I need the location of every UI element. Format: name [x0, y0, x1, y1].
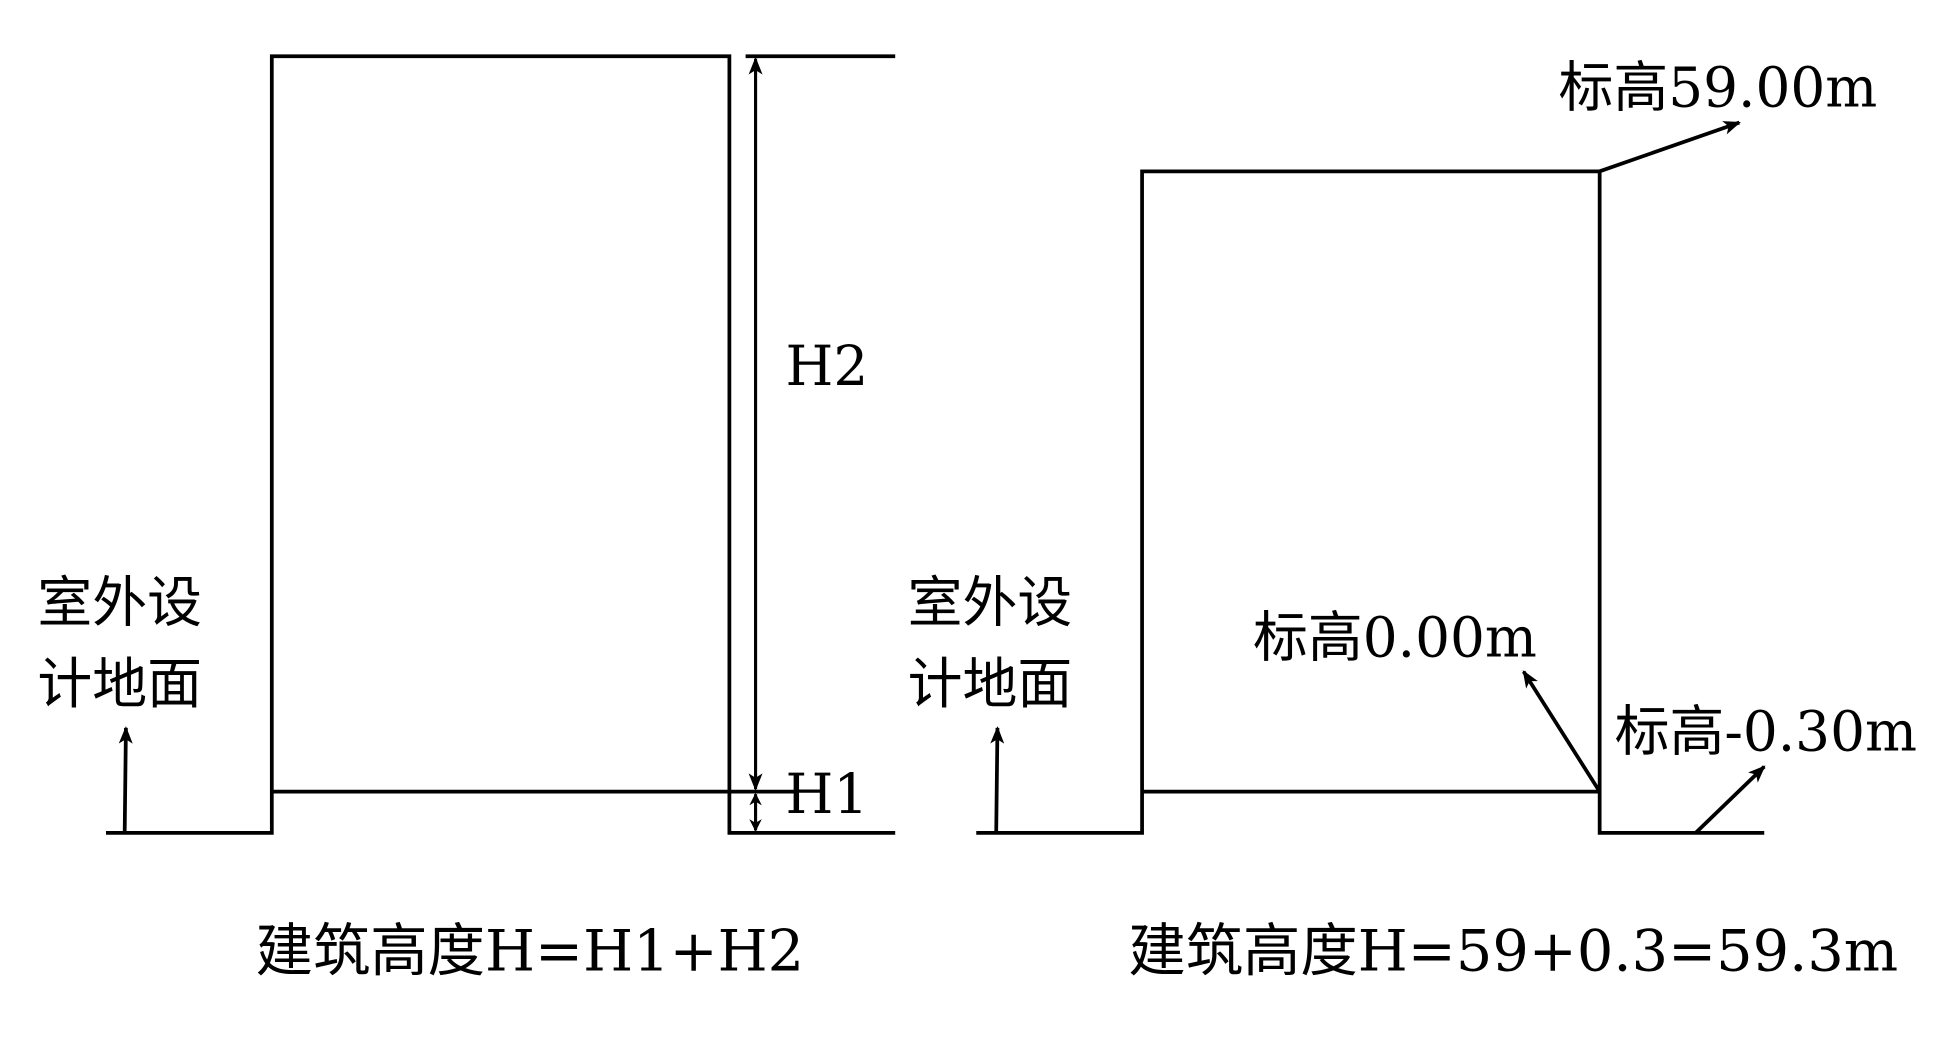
ground-elevation-arrow-icon [1694, 765, 1766, 835]
ground-pointer-arrow-icon [118, 726, 133, 833]
left-caption: 建筑高度H=H1+H2 [256, 917, 805, 984]
outdoor-ground-label-line2-right: 计地面 [908, 652, 1073, 716]
outdoor-ground-label-line2: 计地面 [37, 652, 202, 716]
ground-pointer-arrow-icon-right [990, 726, 1005, 833]
outdoor-ground-label-line1: 室外设 [37, 570, 202, 634]
top-elevation-label: 标高59.00m [1559, 55, 1878, 119]
left-building-outline [105, 54, 896, 835]
top-elevation-arrow-icon [1599, 120, 1741, 174]
left-panel: H2 H1 室外设 计地面 建筑高度H=H1+H2 [37, 54, 896, 984]
floor-elevation-arrow-icon [1522, 670, 1602, 793]
floor-elevation-label: 标高0.00m [1253, 605, 1537, 669]
outdoor-ground-label-line1-right: 室外设 [908, 570, 1073, 634]
ground-elevation-label: 标高-0.30m [1615, 699, 1917, 763]
right-panel: 室外设 计地面 标高59.00m 标高0.00m 标高-0.30m 建筑高度H=… [908, 55, 1917, 984]
right-caption: 建筑高度H=59+0.3=59.3m [1128, 917, 1898, 984]
h2-label: H2 [785, 334, 868, 398]
h1-label: H1 [785, 762, 868, 826]
right-building-outline [976, 169, 1765, 835]
